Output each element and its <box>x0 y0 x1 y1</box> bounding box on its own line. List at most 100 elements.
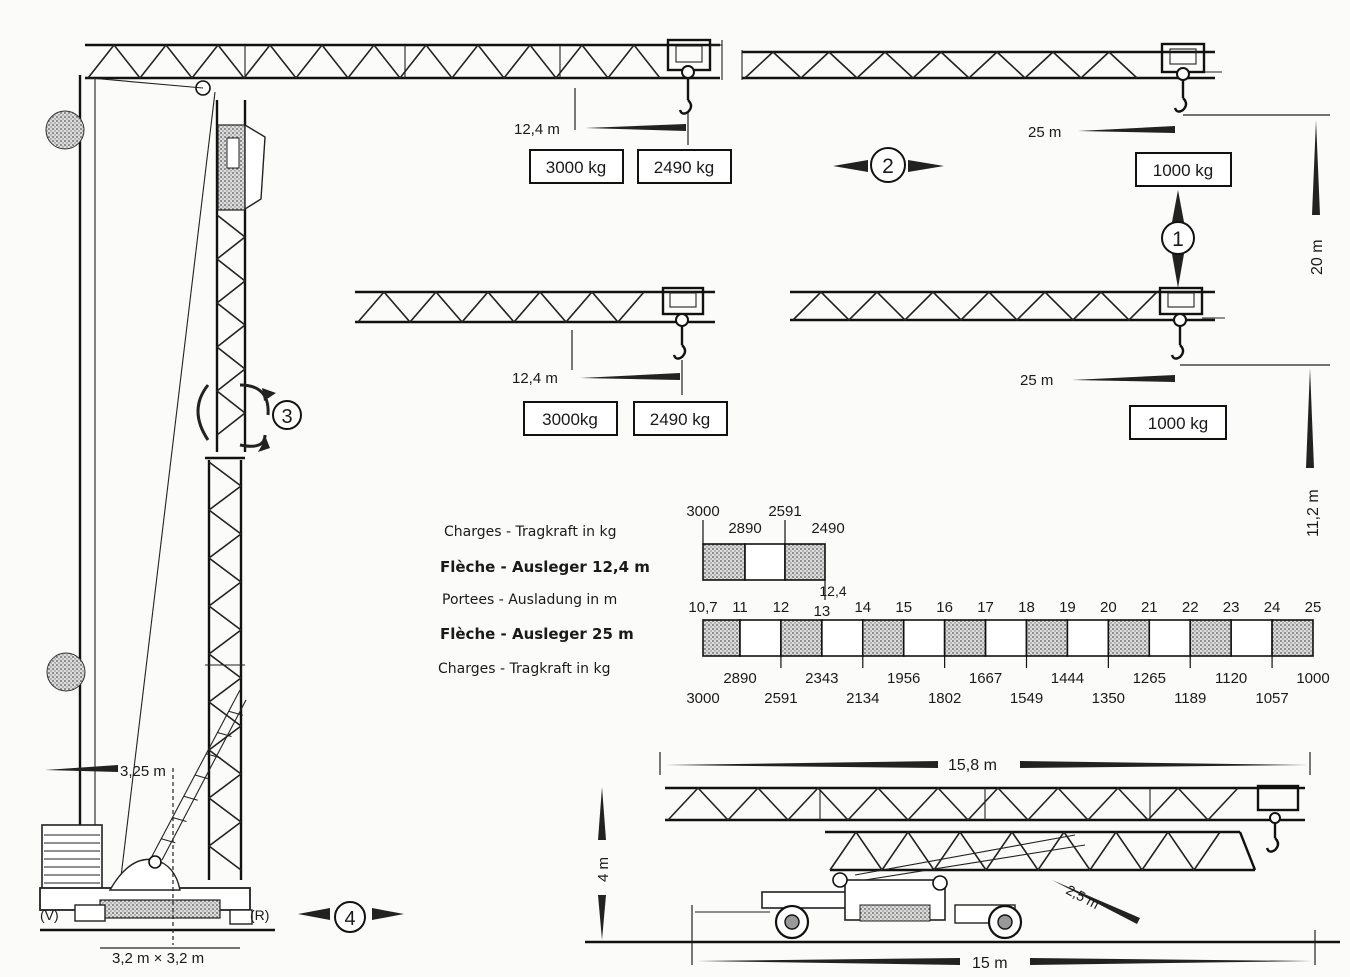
short-value-3000: 3000 <box>686 503 719 520</box>
short-value-2890: 2890 <box>728 520 761 537</box>
long-bar-segment <box>1148 619 1192 657</box>
top-right-load: 1000 kg <box>1153 161 1214 180</box>
top-right-boom <box>741 42 1222 113</box>
tower <box>39 75 275 932</box>
short-value-2490: 2490 <box>811 520 844 537</box>
distance-label: 22 <box>1182 599 1199 616</box>
top-left-load-a: 3000 kg <box>546 158 607 177</box>
short-value-2591: 2591 <box>768 503 801 520</box>
mid-left-load-a-box <box>523 401 618 436</box>
long-load-value: 2134 <box>846 690 879 707</box>
long-bar-segment <box>1271 619 1314 657</box>
row-fleche-12: Flèche - Ausleger 12,4 m <box>440 558 650 576</box>
long-load-value: 1189 <box>1174 690 1206 707</box>
long-bar-segment <box>943 619 987 657</box>
height-11m-label: 11,2 m <box>1305 489 1322 537</box>
mid-left-load-b: 2490 kg <box>650 410 711 429</box>
load-table: Charges - Tragkraft in kg Flèche - Ausle… <box>438 503 1330 707</box>
distance-label: 23 <box>1223 599 1240 616</box>
base-size-label: 3,2 m × 3,2 m <box>112 950 204 967</box>
distance-label: 24 <box>1264 599 1281 616</box>
distance-label: 14 <box>854 599 871 616</box>
top-left-radius-label: 12,4 m <box>514 121 560 138</box>
step-marker-2-label: 2 <box>882 155 894 178</box>
distance-label: 11 <box>732 599 748 616</box>
distance-label: 15 <box>895 599 912 616</box>
top-left-load-b-box <box>637 149 732 184</box>
step-marker-4 <box>334 901 366 933</box>
height-20m-label: 20 m <box>1309 239 1326 275</box>
distance-label: 21 <box>1141 599 1158 616</box>
long-load-value: 3000 <box>686 690 719 707</box>
mid-right-load: 1000 kg <box>1148 414 1209 433</box>
transport-length-total: 15,8 m <box>948 757 997 774</box>
step-marker-3 <box>272 400 302 430</box>
long-load-value: 2343 <box>805 670 838 687</box>
long-load-value: 1667 <box>969 670 1002 687</box>
step-marker-4-label: 4 <box>344 908 355 930</box>
long-load-value: 1549 <box>1010 690 1043 707</box>
transport-view: 15,8 m 2,5 m 4 m <box>585 752 1340 972</box>
row-portees: Portees - Ausladung in m <box>442 592 617 608</box>
main-boom <box>85 38 723 115</box>
long-load-value: 1802 <box>928 690 961 707</box>
counterweight-icon <box>45 110 85 150</box>
mid-right-radius-label: 25 m <box>1020 372 1053 389</box>
mid-right-boom <box>790 286 1225 360</box>
step-marker-1-label: 1 <box>1172 228 1184 251</box>
mid-left-load-a: 3000kg <box>542 410 598 429</box>
mid-left-radius-label: 12,4 m <box>512 370 558 387</box>
mid-left-load-b-box <box>633 401 728 436</box>
long-bar-segment <box>984 619 1028 657</box>
long-bar-segment <box>861 619 905 657</box>
distance-label: 17 <box>977 599 994 616</box>
counterweight-radius-label: 3,25 m <box>120 763 166 780</box>
short-end-label: 12,4 <box>819 583 846 599</box>
distance-label: 19 <box>1059 599 1076 616</box>
top-left-load-b: 2490 kg <box>654 158 715 177</box>
top-right-radius-label: 25 m <box>1028 124 1061 141</box>
long-bar-segment <box>702 619 741 657</box>
distance-label: 25 <box>1305 599 1322 616</box>
marker-r-label: (R) <box>250 907 269 923</box>
mid-left-boom <box>355 286 715 360</box>
long-load-value: 1265 <box>1133 670 1166 687</box>
distance-label: 10,7 <box>688 599 717 616</box>
long-bar-segment <box>821 619 864 657</box>
long-load-value: 1057 <box>1255 690 1288 707</box>
distance-label: 18 <box>1018 599 1035 616</box>
long-load-value: 1444 <box>1051 670 1084 687</box>
long-bar-segment <box>1230 619 1273 657</box>
top-right-load-box <box>1135 152 1232 187</box>
step-marker-3-label: 3 <box>281 406 292 428</box>
long-bar-segment <box>902 619 946 657</box>
step-marker-1 <box>1161 221 1195 255</box>
long-load-value: 1956 <box>887 670 920 687</box>
long-bar-segment <box>1189 619 1232 657</box>
step-marker-2 <box>870 147 906 183</box>
row-charges-top: Charges - Tragkraft in kg <box>444 524 616 540</box>
long-load-value: 1120 <box>1215 670 1247 687</box>
long-bar-segment <box>780 619 823 657</box>
long-bar-segment <box>1107 619 1151 657</box>
mid-right-load-box <box>1129 405 1227 440</box>
distance-label: 12 <box>773 599 790 616</box>
ballast-icon <box>46 652 86 692</box>
long-load-value: 2890 <box>723 670 756 687</box>
row-fleche-25: Flèche - Ausleger 25 m <box>440 625 634 643</box>
distance-label: 13 <box>814 603 831 620</box>
distance-label: 20 <box>1100 599 1117 616</box>
long-load-value: 2591 <box>764 690 797 707</box>
transport-tail-label: 2,5 m <box>1064 882 1102 913</box>
long-load-value: 1000 <box>1296 670 1329 687</box>
long-bar-segment <box>1025 619 1069 657</box>
distance-label: 16 <box>936 599 953 616</box>
long-bar-segment <box>739 619 782 657</box>
transport-length-base: 15 m <box>972 955 1008 972</box>
long-bar-segment <box>1066 619 1110 657</box>
transport-height-label: 4 m <box>595 857 612 882</box>
row-charges-bottom: Charges - Tragkraft in kg <box>438 661 610 677</box>
long-load-value: 1350 <box>1092 690 1125 707</box>
